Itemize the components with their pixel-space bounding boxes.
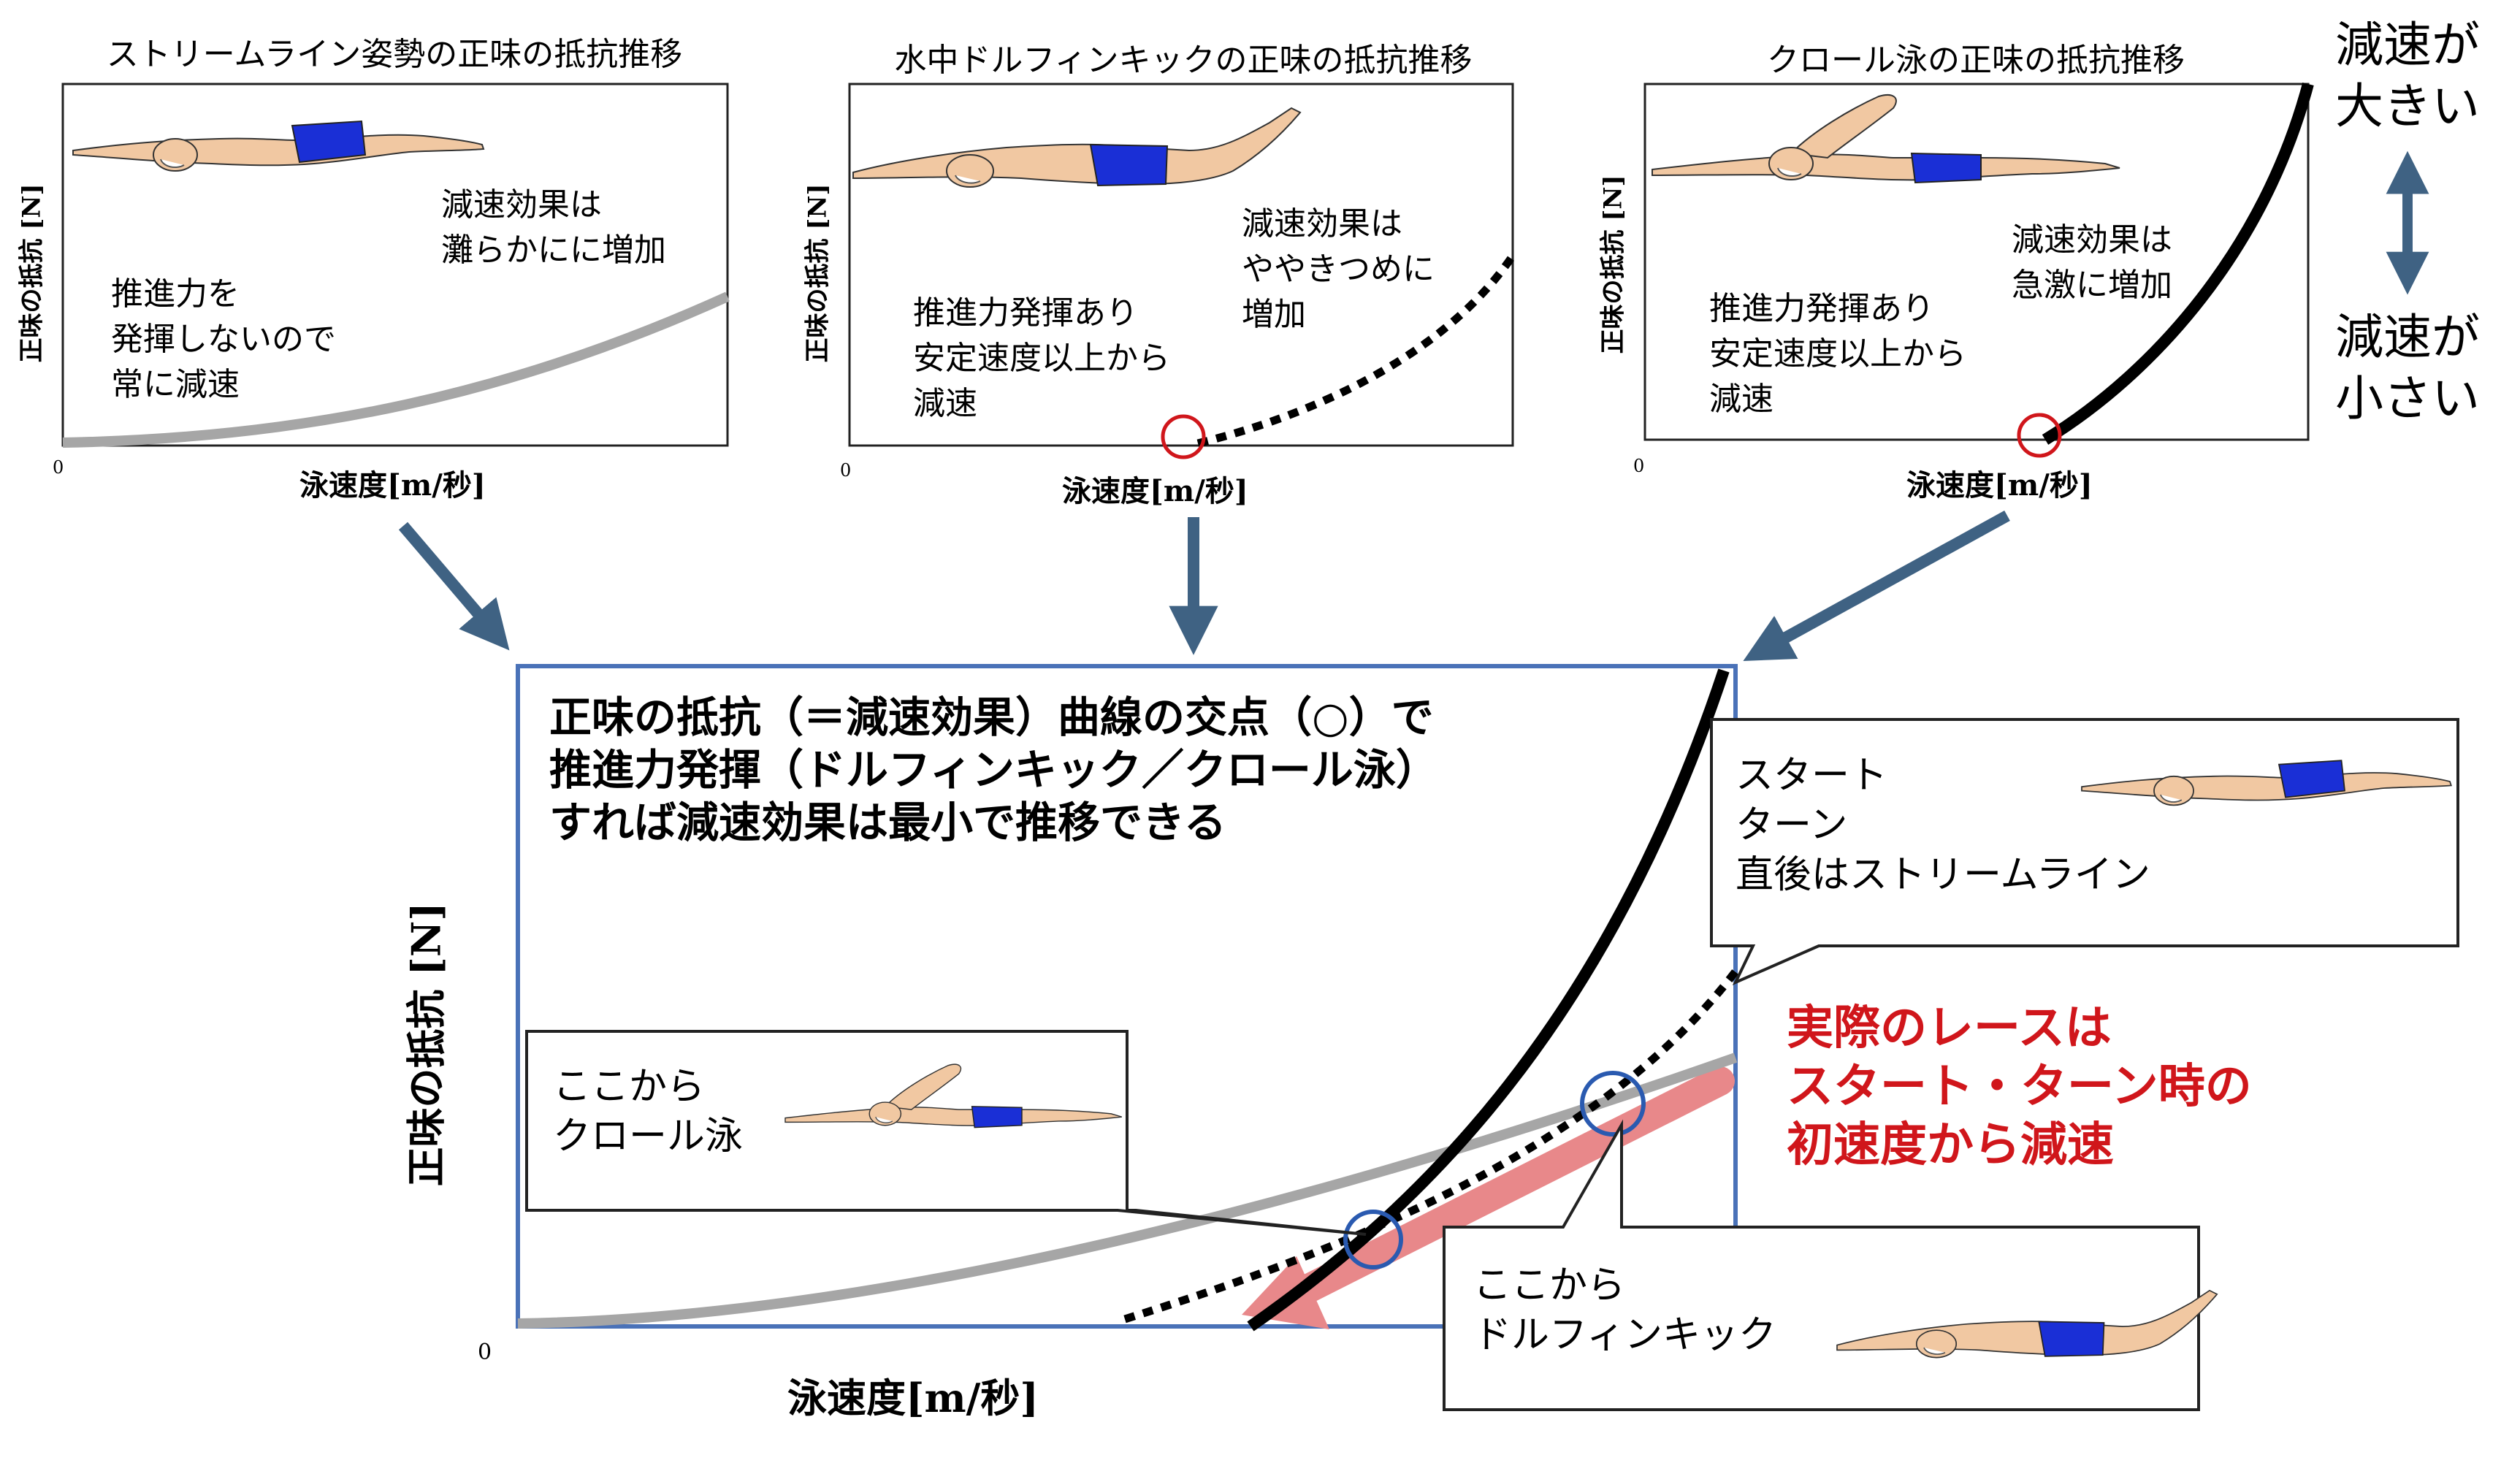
arrow-crawl-to-main (1743, 510, 2010, 661)
panel-ylabel-dolphin: 正味の抵抗 [N] (803, 183, 833, 363)
marker-red-dolphin (1161, 414, 1206, 459)
panel-title-crawl: クロール泳の正味の抵抗推移 (1767, 42, 2185, 79)
panel-title-streamline: ストリームライン姿勢の正味の抵抗推移 (106, 36, 683, 73)
marker-red-crawl (2017, 413, 2062, 458)
panel-title-dolphin: 水中ドルフィンキックの正味の抵抗推移 (894, 42, 1473, 79)
main-chart (516, 664, 1739, 1332)
panel-note-streamline-decel: 減速効果は 灘らかにに増加 (441, 186, 666, 269)
callout-start-text: スタート ターン 直後はストリームライン (1736, 754, 2150, 897)
callout-crawl-text: ここから クロール泳 (553, 1065, 744, 1158)
panel-streamline (61, 83, 730, 448)
curve-streamline (62, 291, 730, 448)
race-note: 実際のレースは スタート・ターン時の 初速度から減速 (1787, 1001, 2252, 1172)
panel-note-crawl-propulsion: 推進力発揮あり 安定速度以上から 減速 (1709, 290, 1966, 418)
panel-note-dolphin-decel: 減速効果は ややきつめに 増加 (1242, 205, 1435, 333)
intersection-marker-dolphin (1580, 1071, 1646, 1137)
curve-dolphin (1196, 253, 1516, 448)
main-origin: 0 (478, 1340, 492, 1365)
panel-note-dolphin-propulsion: 推進力発揮あり 安定速度以上から 減速 (913, 294, 1170, 422)
panel-frame (848, 83, 1514, 447)
main-xlabel: 泳速度[m/秒] (787, 1375, 1039, 1421)
intersection-marker-crawl (1343, 1210, 1403, 1269)
main-frame (516, 664, 1738, 1329)
panel-origin-dolphin: 0 (840, 460, 852, 481)
panel-origin-streamline: 0 (53, 457, 64, 478)
panel-note-streamline-propulsion: 推進力を 発揮しないので 常に減速 (111, 275, 336, 403)
arrow-streamline-to-main (398, 522, 510, 651)
main-curve-crawl (1247, 668, 1730, 1332)
main-curve-streamline (517, 1053, 1738, 1329)
panel-frame (1643, 83, 2310, 441)
panel-crawl (1643, 82, 2314, 458)
panel-dolphin (848, 83, 1516, 459)
scale-label-large: 減速が 大きい (2335, 17, 2480, 134)
panel-origin-crawl: 0 (1633, 456, 1645, 476)
panel-ylabel-crawl: 正味の抵抗 [N] (1598, 175, 1628, 354)
callout-crawl (525, 1030, 1367, 1236)
callout-dolphin-text: ここから ドルフィンキック (1473, 1264, 1776, 1357)
curve-crawl (2042, 82, 2314, 445)
panel-xlabel-crawl: 泳速度[m/秒] (1906, 468, 2093, 503)
panel-xlabel-dolphin: 泳速度[m/秒] (1062, 474, 1248, 508)
main-ylabel: 正味の抵抗 [N] (402, 902, 450, 1187)
callout-start (1710, 718, 2459, 985)
panel-xlabel-streamline: 泳速度[m/秒] (299, 468, 486, 503)
panel-note-crawl-decel: 減速効果は 急激に増加 (2012, 221, 2172, 304)
main-message: 正味の抵抗（＝減速効果）曲線の交点（○）で 推進力発揮（ドルフィンキック／クロー… (549, 692, 1438, 847)
callout-dolphin (1443, 1119, 2218, 1411)
scale-label-small: 減速が 小さい (2335, 309, 2480, 427)
panel-ylabel-streamline: 正味の抵抗 [N] (17, 183, 47, 363)
